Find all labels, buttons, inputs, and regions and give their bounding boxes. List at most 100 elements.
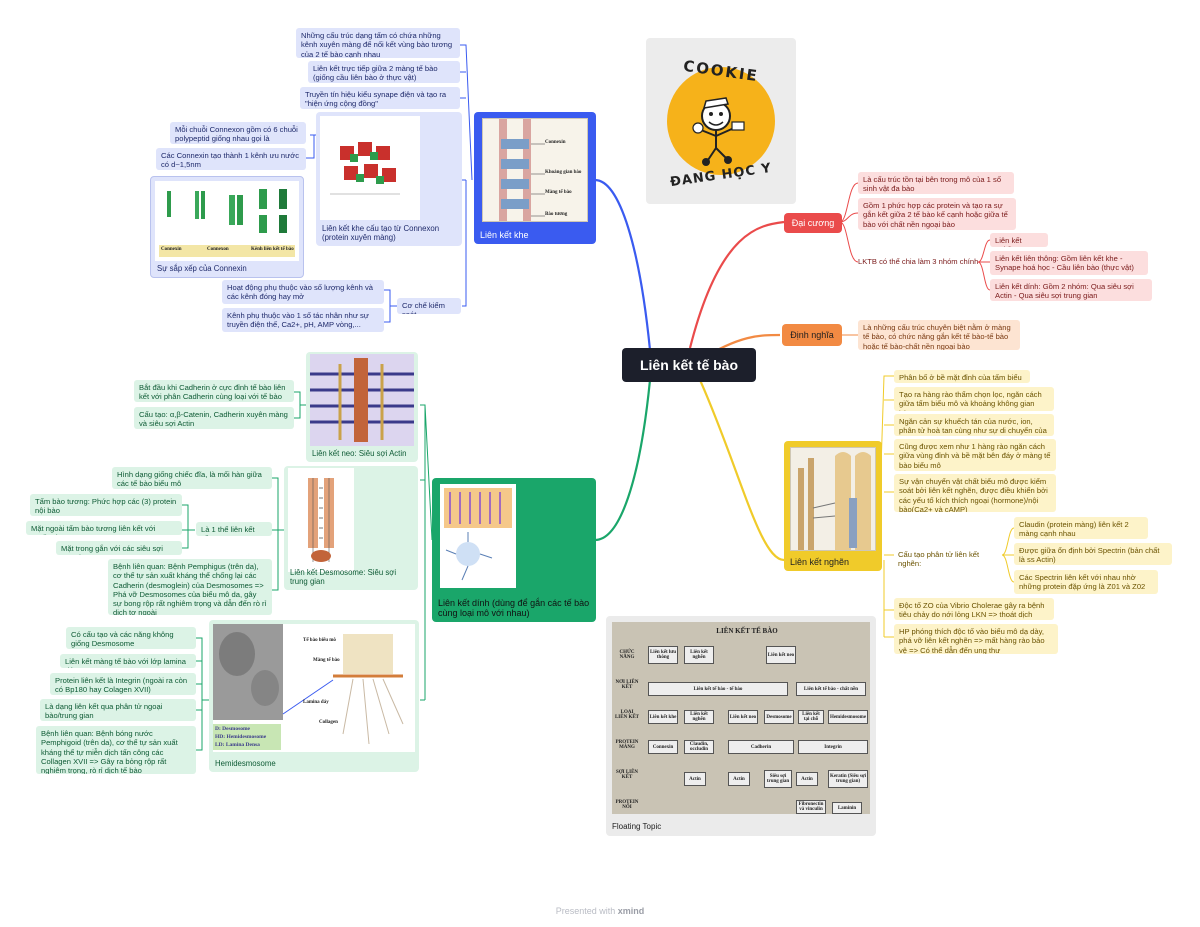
- branch-lien-ket-nghen-label: Liên kết nghẽn: [790, 557, 850, 567]
- hemi-label: Collagen: [319, 720, 338, 725]
- neo-figure: [310, 354, 414, 446]
- dai-cuong-item[interactable]: Là cấu trúc tồn tại bên trong mô của 1 s…: [858, 172, 1014, 194]
- type-cell: Desmosome: [764, 710, 794, 724]
- where-cell: Liên kết tế bào - tế bào: [648, 682, 788, 696]
- type-cell: Liên kết tại chỗ: [798, 710, 824, 724]
- type-cell: Liên kết neo: [728, 710, 758, 724]
- figure-label: Khoảng gian bào: [545, 170, 582, 175]
- hemi-item[interactable]: Là dạng liên kết qua phân tử ngoại bào/t…: [40, 699, 196, 721]
- branch-dinh-nghia[interactable]: Định nghĩa: [782, 324, 842, 346]
- hemi-item[interactable]: Có cấu tạo và các năng không giống Desmo…: [66, 627, 196, 649]
- desmosome-part[interactable]: Tấm bào tương: Phức hợp các (3) protein …: [30, 494, 182, 516]
- figure-label: Connexin: [545, 140, 566, 145]
- connexon-figure: [320, 116, 420, 220]
- connexin-arrangement-caption: Sự sắp xếp của Connexin: [157, 264, 247, 273]
- connexon-panel[interactable]: Liên kết khe cấu tạo từ Connexon (protei…: [316, 112, 462, 246]
- footer: Presented with xmind: [0, 906, 1200, 916]
- nghen-molecular-heading[interactable]: Cấu tạo phân tử liên kết nghẽn:: [898, 550, 980, 568]
- desmosome-part[interactable]: Mặt ngoài tấm bào tương liên kết với Cad…: [26, 521, 182, 535]
- branch-lien-ket-nghen[interactable]: Liên kết nghẽn: [784, 441, 882, 571]
- connexon-item[interactable]: Mỗi chuỗi Connexon gồm có 6 chuỗi polype…: [170, 122, 306, 144]
- neo-item[interactable]: Cấu tạo: α,β-Catenin, Cadherin xuyên màn…: [134, 407, 294, 429]
- connexon-caption: Liên kết khe cấu tạo từ Connexon (protei…: [322, 224, 440, 242]
- desmosome-part[interactable]: Mặt trong gắn với các siêu sợi Keratin: [56, 541, 182, 555]
- figure-label: Bào tương: [545, 212, 568, 217]
- connector-lien-ket-khe: [594, 178, 652, 351]
- control-item[interactable]: Hoạt động phụ thuộc vào số lượng kênh và…: [222, 280, 384, 304]
- branch-lien-ket-khe-label: Liên kết khe: [480, 230, 529, 240]
- hemi-item[interactable]: Protein liên kết là Integrin (ngoài ra c…: [50, 673, 196, 695]
- molecular-item[interactable]: Claudin (protein màng) liên kết 2 màng c…: [1014, 517, 1148, 539]
- branch-dinh-nghia-label: Định nghĩa: [790, 330, 834, 340]
- neo-panel[interactable]: Liên kết neo: Siêu sợi Actin: [306, 352, 418, 462]
- group-item[interactable]: Liên kết dính: Gồm 2 nhóm: Qua siêu sợi …: [990, 279, 1152, 301]
- control-mechanism[interactable]: Cơ chế kiểm soát: [397, 298, 461, 314]
- gap-junction-figure: Connexin Khoảng gian bào Màng tế bào Bào…: [482, 118, 588, 222]
- protein-cell: Claudin, occludin: [684, 740, 714, 754]
- nghen-item[interactable]: Độc tố ZO của Vibrio Cholerae gây ra bện…: [894, 598, 1054, 620]
- row-label: CHỨC NĂNG: [619, 650, 635, 660]
- dai-cuong-item[interactable]: Gồm 1 phức hợp các protein và tạo ra sự …: [858, 198, 1016, 230]
- arrangement-label: Connexon: [207, 247, 229, 252]
- desmosome-item[interactable]: Là 1 thể liên kết gồm:: [196, 522, 272, 536]
- branch-lien-ket-khe[interactable]: Connexin Khoảng gian bào Màng tế bào Bào…: [474, 112, 596, 244]
- row-label: PROTEIN NỐI: [615, 800, 639, 810]
- fiber-cell: Actin: [728, 772, 750, 786]
- summary-table: LIÊN KẾT TẾ BÀO CHỨC NĂNG NƠI LIÊN KẾT L…: [612, 622, 870, 814]
- tight-junction-figure: [790, 447, 876, 551]
- group-item[interactable]: Liên kết liên thông: Gồm liên kết khe - …: [990, 251, 1148, 275]
- branch-lien-ket-dinh[interactable]: Liên kết dính (dùng để gắn các tế bào cù…: [432, 478, 596, 622]
- group-item[interactable]: Liên kết nghẽn: [990, 233, 1048, 247]
- row-label: NƠI LIÊN KẾT: [615, 680, 639, 690]
- desmosome-item[interactable]: Bệnh liên quan: Bệnh Pemphigus (trên da)…: [108, 559, 272, 615]
- nghen-item[interactable]: Ngăn cản sự khuếch tán của nước, ion, ph…: [894, 414, 1054, 436]
- nghen-item[interactable]: Cũng được xem như 1 hàng rào ngăn cách g…: [894, 439, 1056, 471]
- dinh-nghia-text[interactable]: Là những cấu trúc chuyên biệt nằm ở màng…: [858, 320, 1020, 350]
- floating-topic-caption: Floating Topic: [612, 822, 662, 831]
- fiber-cell: Actin: [796, 772, 818, 786]
- branch-dai-cuong[interactable]: Đại cương: [784, 213, 842, 233]
- connector-lien-ket-nghen: [698, 379, 785, 562]
- footer-prefix: Presented with: [555, 906, 616, 916]
- hemi-item[interactable]: Bệnh liên quan: Bệnh bóng nước Pemphigoi…: [36, 726, 196, 774]
- hemi-label: Lamina đáy: [303, 700, 329, 705]
- hemidesmosome-panel[interactable]: D: Desmosome HD: Hemidesmosome LD: Lamin…: [209, 620, 419, 772]
- func-cell: Liên kết lưu thông: [648, 646, 678, 664]
- fiber-cell: Keratin (Siêu sợi trung gian): [828, 770, 868, 788]
- nghen-item[interactable]: HP phóng thích độc tố vào biểu mô dạ dày…: [894, 624, 1058, 654]
- nghen-item[interactable]: Tạo ra hàng rào thẩm chọn lọc, ngăn cách…: [894, 387, 1054, 411]
- protein-cell: Integrin: [798, 740, 868, 754]
- molecular-item[interactable]: Các Spectrin liên kết với nhau nhờ những…: [1014, 570, 1158, 594]
- khe-item[interactable]: Liên kết trực tiếp giữa 2 màng tế bào (g…: [308, 61, 460, 83]
- desmosome-caption: Liên kết Desmosome: Siêu sợi trung gian: [290, 568, 397, 586]
- hemi-legend: HD: Hemidesmosome: [215, 734, 267, 740]
- hemidesmosome-caption: Hemidesmosome: [215, 759, 276, 768]
- khe-item[interactable]: Truyền tín hiệu kiểu synape điện và tạo …: [300, 87, 460, 109]
- desmosome-figure: [288, 468, 354, 572]
- neo-item[interactable]: Bắt đầu khi Cadherin ở cực đỉnh tế bào l…: [134, 380, 294, 402]
- desmosome-panel[interactable]: Liên kết Desmosome: Siêu sợi trung gian: [284, 466, 418, 590]
- connexin-arrangement-panel[interactable]: Connexin Connexon Kênh liên kết tế bào S…: [150, 176, 304, 278]
- hemi-legend: LD: Lamina Densa: [215, 742, 260, 748]
- row-label: LOẠI LIÊN KẾT: [614, 710, 640, 720]
- arrangement-label: Connexin: [161, 247, 182, 252]
- protein-cell: Connexin: [648, 740, 678, 754]
- nghen-item[interactable]: Sự vận chuyển vật chất biểu mô được kiểm…: [894, 474, 1056, 512]
- desmosome-item[interactable]: Hình dạng giống chiếc đĩa, là mối hàn gi…: [112, 467, 272, 489]
- khe-item[interactable]: Những cấu trúc dạng tấm có chứa những kê…: [296, 28, 460, 58]
- branch-dai-cuong-label: Đại cương: [791, 218, 835, 228]
- dai-cuong-lktb[interactable]: LKTB có thể chia làm 3 nhóm chính: [858, 257, 979, 266]
- type-cell: Liên kết khe: [648, 710, 678, 724]
- hemi-label: Tế bào biểu mô: [303, 638, 336, 643]
- row-label: SỢI LIÊN KẾT: [615, 770, 639, 780]
- arrangement-label: Kênh liên kết tế bào: [251, 247, 294, 252]
- branch-lien-ket-dinh-label: Liên kết dính (dùng để gắn các tế bào cù…: [438, 598, 590, 618]
- central-topic[interactable]: Liên kết tế bào: [622, 348, 756, 382]
- connexon-item[interactable]: Các Connexin tạo thành 1 kênh ưu nước có…: [156, 148, 306, 170]
- hemi-item[interactable]: Liên kết màng tế bào với lớp lamina đáy: [60, 654, 196, 668]
- hemi-legend: D: Desmosome: [215, 726, 250, 732]
- nghen-item[interactable]: Phân bố ở bề mặt đỉnh của tấm biểu mô: [894, 370, 1030, 383]
- control-item[interactable]: Kênh phụ thuộc vào 1 số tác nhân như sự …: [222, 308, 384, 332]
- where-cell: Liên kết tế bào - chất nền: [796, 682, 866, 696]
- molecular-item[interactable]: Được giữa ổn định bởi Spectrin (bản chất…: [1014, 543, 1172, 565]
